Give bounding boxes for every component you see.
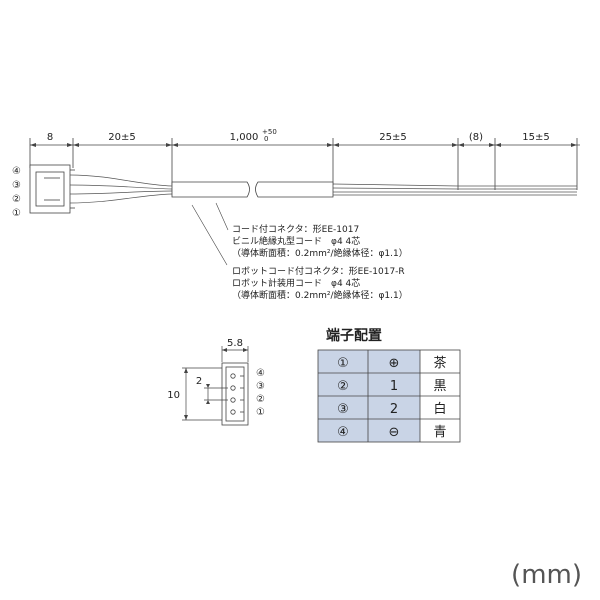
front-pin-1: ① xyxy=(256,407,265,418)
dimension-arrows xyxy=(30,143,577,147)
dim-8-paren: (8) xyxy=(469,132,483,143)
leader-lines xyxy=(191,202,229,266)
note1-line1: コード付コネクタ：形EE-1017 xyxy=(232,223,359,235)
dim-10: 10 xyxy=(167,390,180,401)
table-color-2: 黒 xyxy=(433,379,446,394)
table-pin-2: ② xyxy=(337,379,349,394)
note2-line3: （導体断面積：0.2mm²/絶縁体径：φ1.1） xyxy=(232,289,408,301)
cable-jacket xyxy=(171,181,334,198)
pin-label-2: ② xyxy=(12,194,21,205)
pin-label-3: ③ xyxy=(12,180,21,191)
dim-8: 8 xyxy=(47,132,53,143)
table-signal-3: 2 xyxy=(390,402,398,417)
dim-1000-tol-lower: 0 xyxy=(264,135,268,143)
front-view-arrows xyxy=(184,348,248,420)
connector-wires xyxy=(69,174,173,204)
dim-1000-tol-upper: +50 xyxy=(262,128,277,136)
note2-line1: ロボットコード付コネクタ：形EE-1017-R xyxy=(232,265,405,277)
table-color-1: 茶 xyxy=(433,355,446,371)
pin-label-4: ④ xyxy=(12,166,21,177)
cable-leads xyxy=(332,183,577,196)
dim-5-8: 5.8 xyxy=(227,338,243,349)
note2-line2: ロボット計装用コード φ4 4芯 xyxy=(232,277,360,289)
note1-line3: （導体断面積：0.2mm²/絶縁体径：φ1.1） xyxy=(232,247,408,259)
dim-2: 2 xyxy=(196,376,202,387)
table-pin-1: ① xyxy=(337,356,349,371)
table-color-3: 白 xyxy=(433,401,446,417)
front-pin-3: ③ xyxy=(256,381,265,392)
table-color-4: 青 xyxy=(433,425,446,440)
unit-label: (mm) xyxy=(511,560,582,590)
note1-line2: ビニル絶縁丸型コード φ4 4芯 xyxy=(232,235,360,247)
dimension-lines xyxy=(29,138,580,190)
front-pin-4: ④ xyxy=(256,368,265,379)
connector-side-view xyxy=(29,164,75,214)
pin-label-1: ① xyxy=(12,208,21,219)
table-pin-3: ③ xyxy=(337,402,349,417)
connector-front-view xyxy=(221,362,249,426)
dim-20: 20±5 xyxy=(108,132,135,143)
table-signal-4: ⊖ xyxy=(389,425,400,440)
table-pin-4: ④ xyxy=(337,425,349,440)
table-signal-1: ⊕ xyxy=(389,356,400,371)
dim-15: 15±5 xyxy=(522,132,549,143)
front-view-dimensions xyxy=(182,346,249,421)
dim-25: 25±5 xyxy=(379,132,406,143)
table-signal-2: 1 xyxy=(390,379,398,394)
terminal-table-title: 端子配置 xyxy=(326,327,382,344)
terminal-table: ① ⊕ 茶 ② 1 黒 ③ 2 白 ④ ⊖ 青 xyxy=(317,349,461,443)
front-pin-2: ② xyxy=(256,394,265,405)
dim-1000: 1,000 xyxy=(230,132,259,143)
